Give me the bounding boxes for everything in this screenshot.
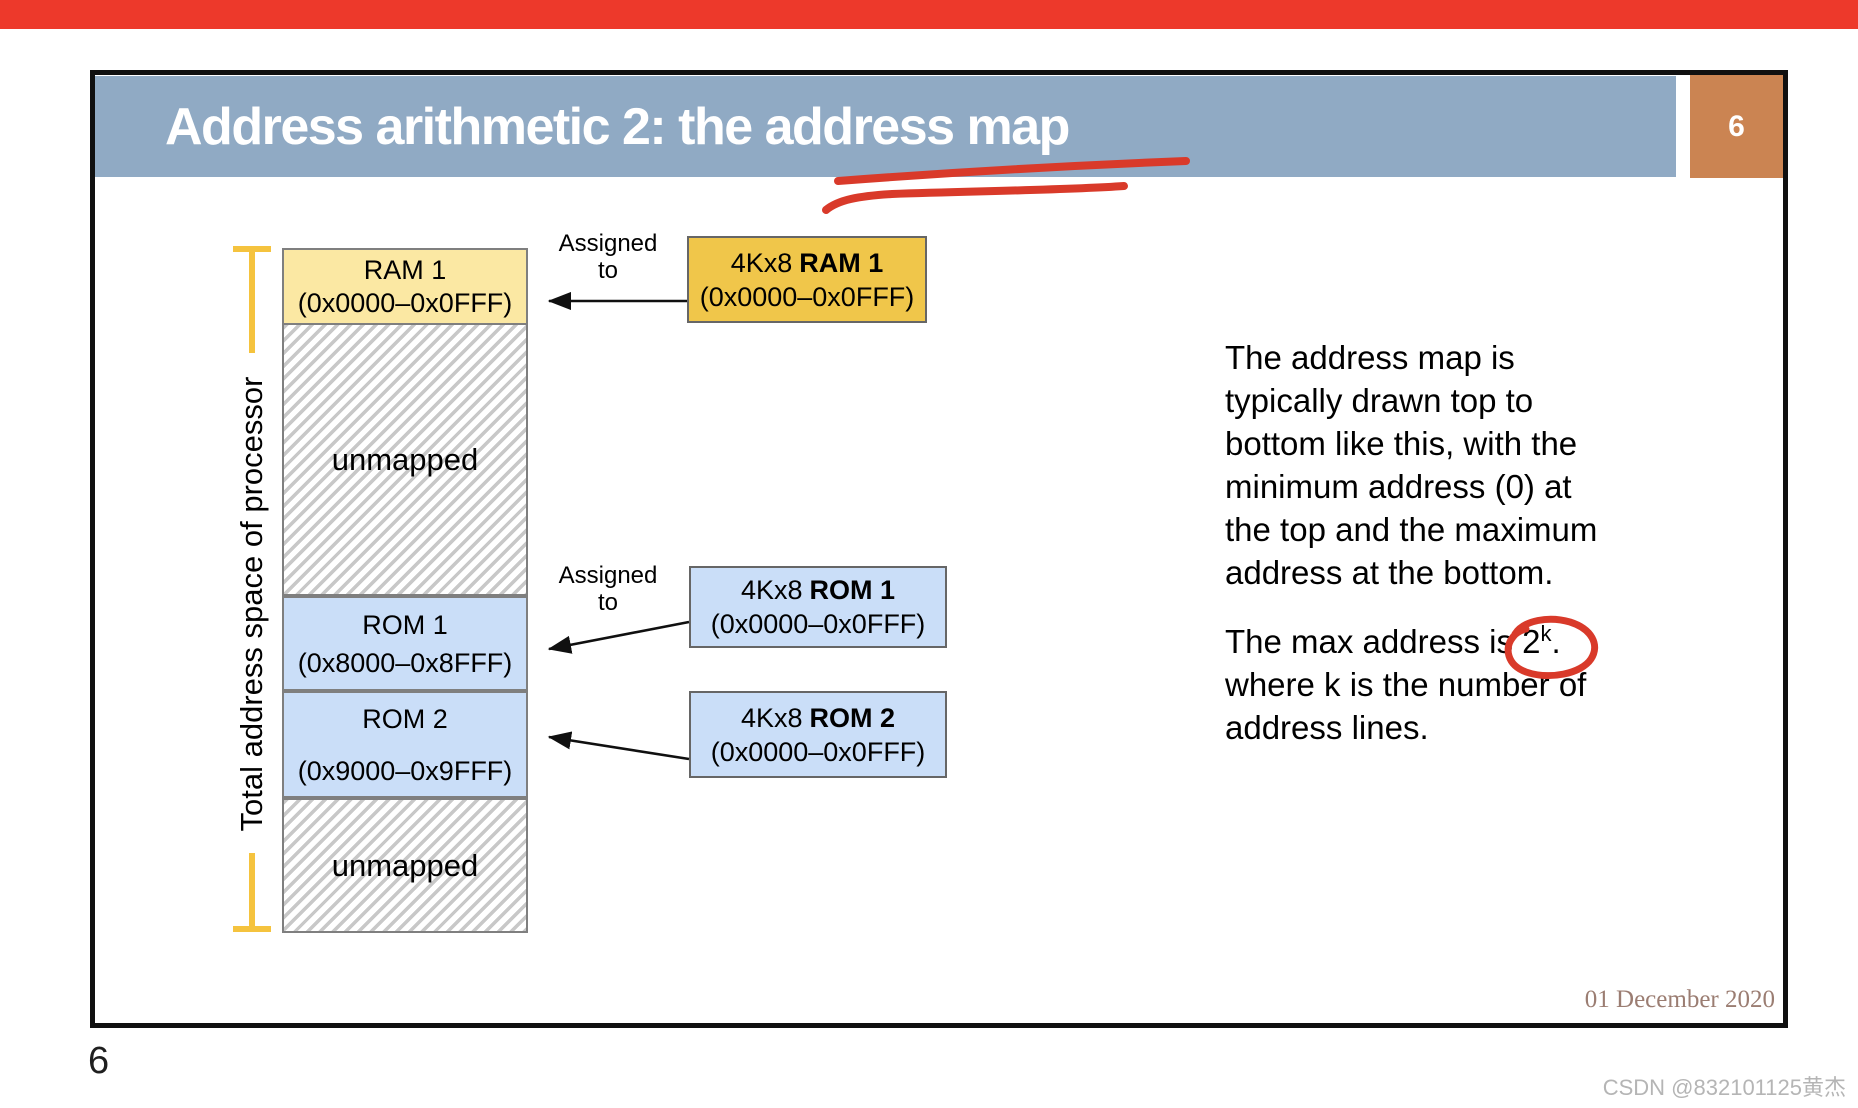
memory-section-ram1: RAM 1 (0x0000–0x0FFF) <box>282 248 528 325</box>
para2-line2: where k is the number of <box>1225 666 1587 703</box>
memory-section-label: ROM 1 <box>362 609 448 640</box>
chip-name: RAM 1 <box>799 247 884 278</box>
slide-date: 01 December 2020 <box>1584 986 1775 1013</box>
slide-number-badge: 6 <box>1690 75 1783 178</box>
assigned-label-line2: to <box>597 257 618 284</box>
assigned-to-label-ram1: Assigned to <box>553 230 663 284</box>
page-number: 6 <box>88 1040 110 1082</box>
memory-section-unmapped-2: unmapped <box>282 798 528 933</box>
chip-size: 4Kx8 <box>740 575 803 605</box>
para2-line3: address lines. <box>1225 709 1429 746</box>
memory-section-range: (0x0000–0x0FFF) <box>297 288 513 318</box>
para1-line: address at the bottom. <box>1225 554 1554 591</box>
chip-range: (0x0000–0x0FFF) <box>699 281 915 312</box>
memory-section-range: (0x8000–0x8FFF) <box>297 647 513 678</box>
assigned-to-label-rom1: Assigned to <box>553 562 663 616</box>
bracket-bottom-segment <box>249 853 255 929</box>
bracket-top-segment <box>249 246 255 353</box>
para1-line: bottom like this, with the <box>1225 425 1578 462</box>
memory-section-label: unmapped <box>331 847 479 883</box>
assigned-label-line1: Assigned <box>558 562 658 589</box>
address-space-vertical-label-text: Total address space of processor <box>234 376 269 832</box>
exponent-k: k <box>1540 621 1552 646</box>
para1-line: The address map is <box>1225 339 1515 376</box>
top-red-banner <box>0 0 1858 29</box>
assigned-label-line1: Assigned <box>558 230 658 257</box>
para2: The max address is 2k. where k is the nu… <box>1225 620 1725 749</box>
chip-name: ROM 1 <box>809 575 896 605</box>
slide-number: 6 <box>1728 109 1745 143</box>
chip-range: (0x0000–0x0FFF) <box>710 609 926 639</box>
chip-size: 4Kx8 <box>740 702 803 733</box>
memory-section-label: unmapped <box>331 441 479 477</box>
memory-section-label: RAM 1 <box>363 255 447 285</box>
chip-range: (0x0000–0x0FFF) <box>710 736 926 767</box>
para1-line: minimum address (0) at <box>1225 468 1572 505</box>
max-address-text: The max address is 2 <box>1225 623 1541 660</box>
memory-section-range: (0x9000–0x9FFF) <box>297 755 513 786</box>
memory-section-rom2: ROM 2 (0x9000–0x9FFF) <box>282 691 528 798</box>
chip-size: 4Kx8 <box>730 247 793 278</box>
para1-line: the top and the maximum <box>1225 511 1598 548</box>
period: . <box>1551 623 1561 660</box>
explanation-text: The address map is typically drawn top t… <box>1225 336 1725 749</box>
bracket-bottom-cap <box>233 926 271 932</box>
para2-line1: The max address is 2k. <box>1225 620 1725 663</box>
assigned-label-line2: to <box>597 589 618 616</box>
slide-title: Address arithmetic 2: the address map <box>165 97 1070 156</box>
slide-header-bar: Address arithmetic 2: the address map <box>95 76 1676 177</box>
csdn-watermark: CSDN @832101125黄杰 <box>1602 1075 1846 1100</box>
memory-section-label: ROM 2 <box>362 703 448 734</box>
para1-line: typically drawn top to <box>1225 382 1534 419</box>
chip-name: ROM 2 <box>809 702 896 733</box>
memory-section-unmapped-1: unmapped <box>282 323 528 596</box>
memory-section-rom1: ROM 1 (0x8000–0x8FFF) <box>282 596 528 691</box>
